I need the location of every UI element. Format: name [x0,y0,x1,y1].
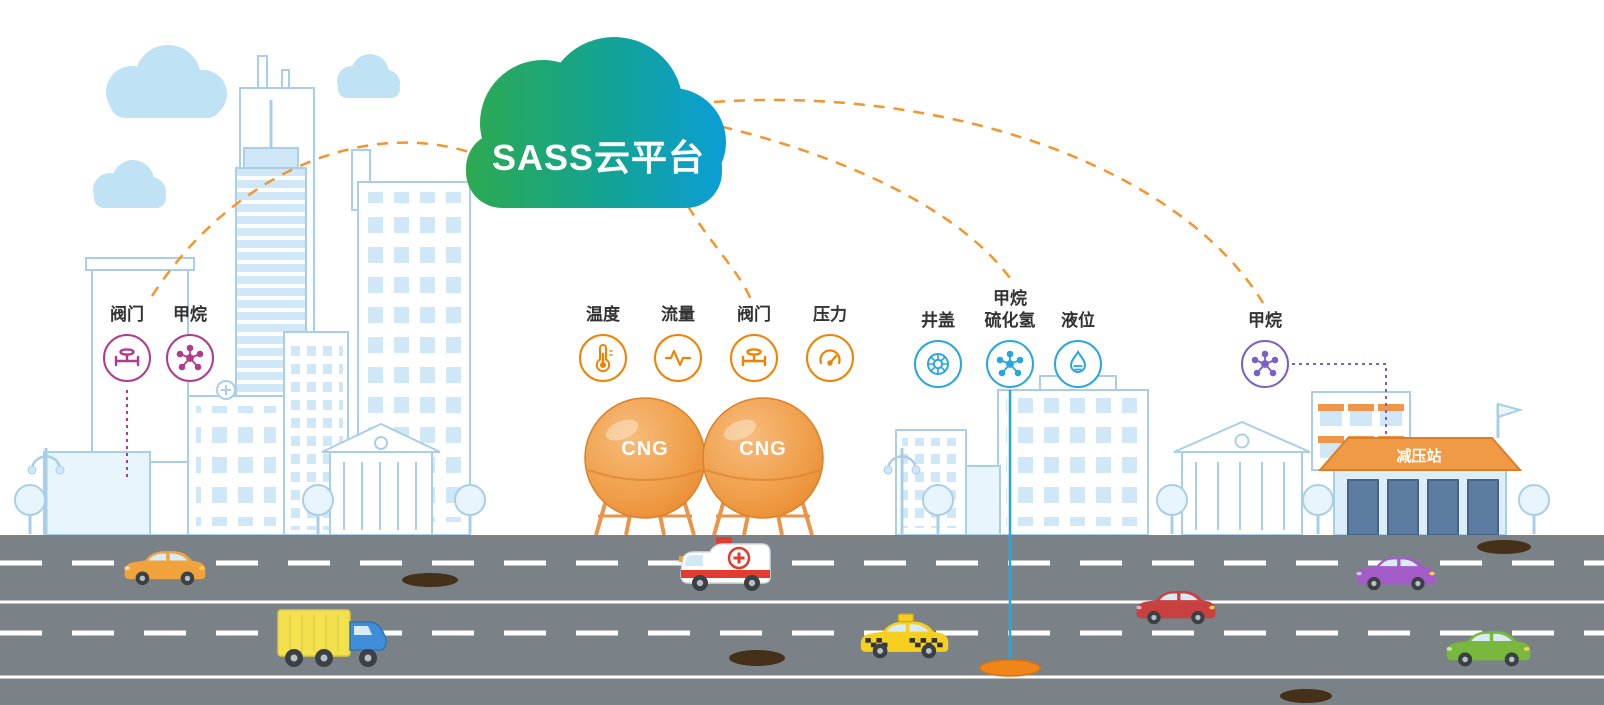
valve-icon [103,334,151,382]
cng-tank-2-label: CNG [739,438,787,460]
road-patch [1477,540,1531,554]
sensor-unit-pressure: 压力 [798,304,862,382]
sensor-unit-flow: 流量 [646,304,710,382]
liquid-level-icon [1054,340,1102,388]
sensor-label: 甲烷 [1248,311,1282,330]
sensor-unit-station-methane: 甲烷 [1233,310,1297,388]
pressure-reduction-station-building [1317,402,1524,536]
sensor-unit-temperature: 温度 [571,304,635,382]
skyline-right [895,360,1411,536]
molecule-icon [166,334,214,382]
sensor-unit-liquid-level: 液位 [1046,310,1110,388]
station-connector-line [1292,363,1387,436]
sensor-label: 甲烷 [173,305,207,324]
sensor-label: 压力 [813,305,847,324]
taxi [860,613,949,659]
molecule-icon [986,340,1034,388]
road-patch [729,650,785,666]
sensor-label: 温度 [586,305,620,324]
thermometer-icon [579,334,627,382]
flow-icon [654,334,702,382]
cng-tank-2 [702,397,824,536]
cng-tank-1-label: CNG [621,438,669,460]
cloud-platform-label: SASS云平台 [492,137,706,178]
sensor-unit-city-methane: 甲烷 [158,304,222,382]
sass-cloud [466,37,726,208]
road-patch [402,573,458,587]
road-patch [1280,689,1332,703]
manhole-sensor-spot [979,659,1041,677]
cng-tank-1 [584,397,706,536]
sensor-unit-manhole-cover: 井盖 [906,310,970,388]
sensor-unit-methane-h2s: 甲烷 硫化氢 [978,288,1042,388]
street-lamps [27,448,921,535]
sky-clouds [93,45,400,208]
cloud-connection-arcs [150,98,1265,304]
sensor-label: 阀门 [737,305,771,324]
sensor-label: 甲烷 [993,289,1027,308]
sensor-label: 液位 [1061,311,1095,330]
sensor-label: 阀门 [110,305,144,324]
sensor-unit-cng-valve: 阀门 [722,304,786,382]
valve-icon [730,334,778,382]
skyline-left [43,55,471,536]
sensor-label: 硫化氢 [984,311,1036,330]
sensor-unit-city-valve: 阀门 [95,304,159,382]
ambulance [679,537,771,591]
pressure-station-label: 减压站 [1396,448,1442,465]
gauge-icon [806,334,854,382]
vehicles [124,537,1531,667]
yellow-truck [277,609,387,667]
molecule-icon [1241,340,1289,388]
manhole-cover-icon [914,340,962,388]
sensor-label: 井盖 [921,311,955,330]
road [0,535,1604,705]
sensor-label: 流量 [661,305,695,324]
